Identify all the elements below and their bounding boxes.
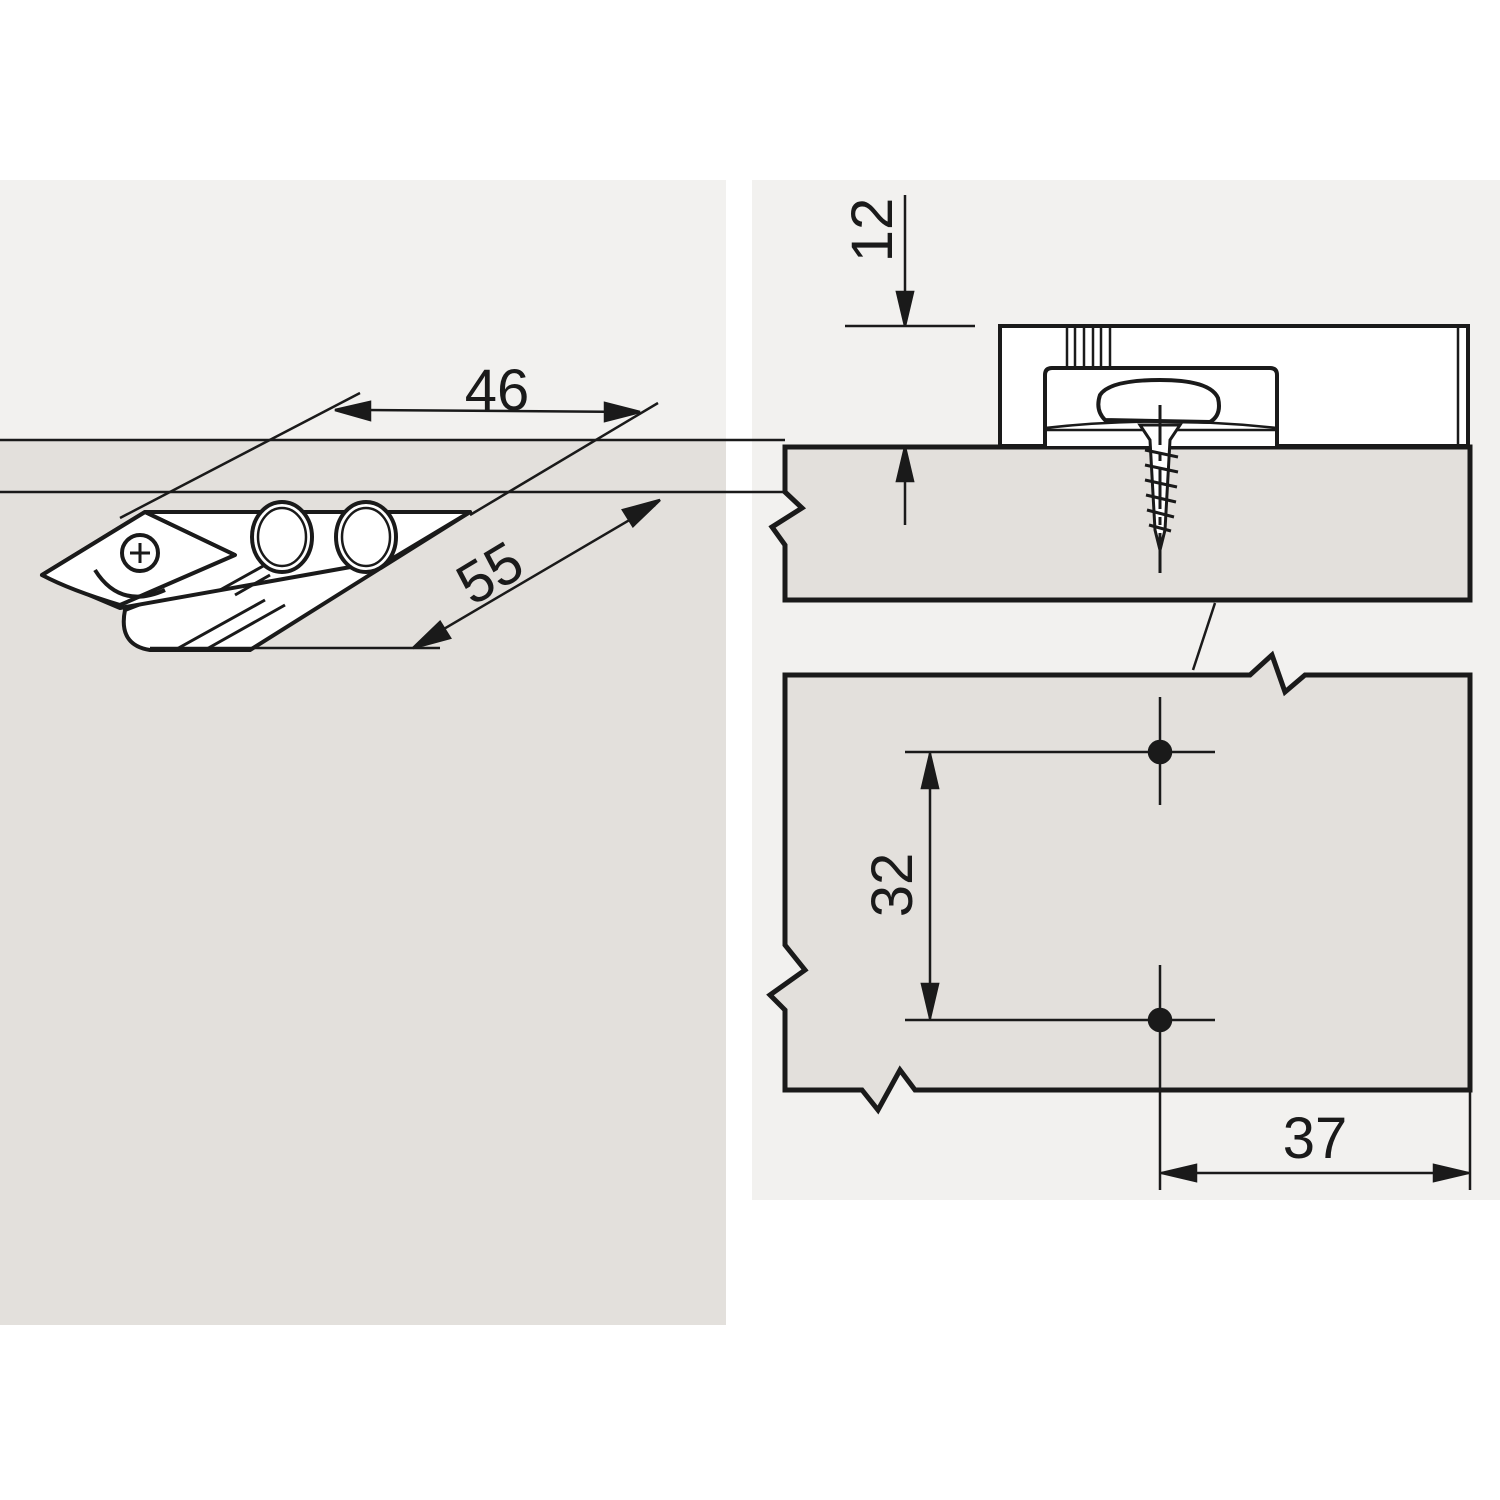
perspective-view-panel [0, 180, 726, 1325]
mounting-plate-section [998, 324, 1470, 448]
leader-line [1191, 602, 1217, 671]
dimension-label-46: 46 [465, 358, 530, 423]
dimension-label-32: 32 [860, 853, 925, 918]
dimension-37 [1160, 1090, 1472, 1190]
reference-lines [0, 438, 790, 494]
dimension-12 [845, 195, 975, 525]
dimension-55 [150, 498, 661, 650]
dimension-32 [920, 752, 940, 1020]
dimension-label-37: 37 [1283, 1106, 1348, 1171]
mounting-plate-perspective [40, 500, 472, 652]
dimension-46 [119, 391, 659, 520]
drill-hole-bottom [1147, 1007, 1173, 1033]
drill-hole-top [1147, 739, 1173, 765]
cabinet-side-front-view [766, 650, 1473, 1115]
screw-cap-icon [1096, 377, 1221, 425]
dimension-label-12: 12 [840, 198, 905, 263]
cabinet-side-section [768, 444, 1473, 603]
drill-holes [905, 697, 1215, 1190]
screw-icon [1137, 405, 1183, 578]
